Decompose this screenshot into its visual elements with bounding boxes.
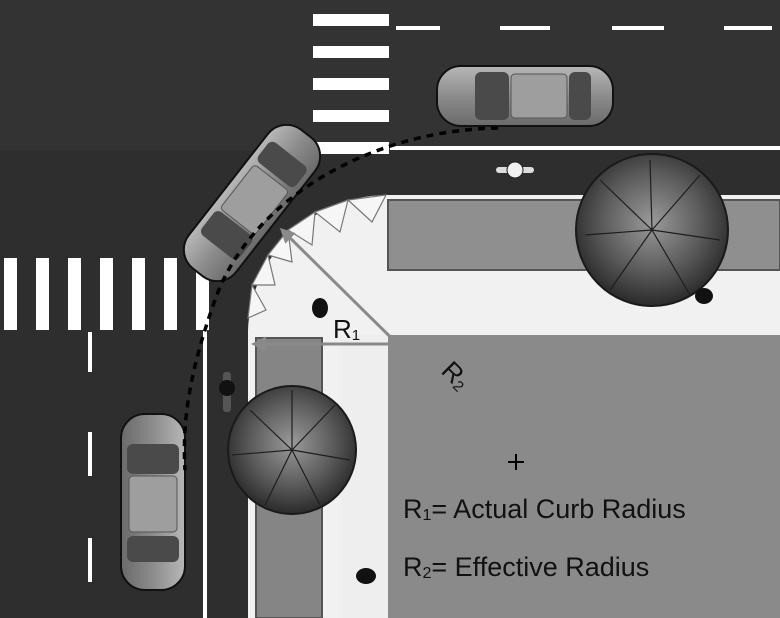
pedestrian-right <box>695 288 713 304</box>
legend-r2: R2= Effective Radius <box>403 552 649 582</box>
building-block <box>388 335 780 618</box>
pedestrian-corner <box>312 298 328 318</box>
legend: R1= Actual Curb Radius R2= Effective Rad… <box>403 494 686 582</box>
crosswalk-north <box>313 14 389 154</box>
road-top <box>0 0 780 150</box>
cyclist-south <box>219 372 235 412</box>
radius-center <box>508 454 524 470</box>
tree-top-right <box>575 153 729 307</box>
tree-bottom-left <box>227 385 357 515</box>
r1-label: R1 <box>333 314 360 344</box>
car-southbound <box>120 413 186 591</box>
car-turning <box>182 123 322 283</box>
lane-markings <box>88 26 780 618</box>
cyclist-east <box>496 161 534 179</box>
r2-arrow <box>279 227 518 463</box>
car-eastbound <box>436 65 614 127</box>
legend-r1: R1= Actual Curb Radius <box>403 494 686 524</box>
pedestrian-bottom <box>356 568 376 584</box>
